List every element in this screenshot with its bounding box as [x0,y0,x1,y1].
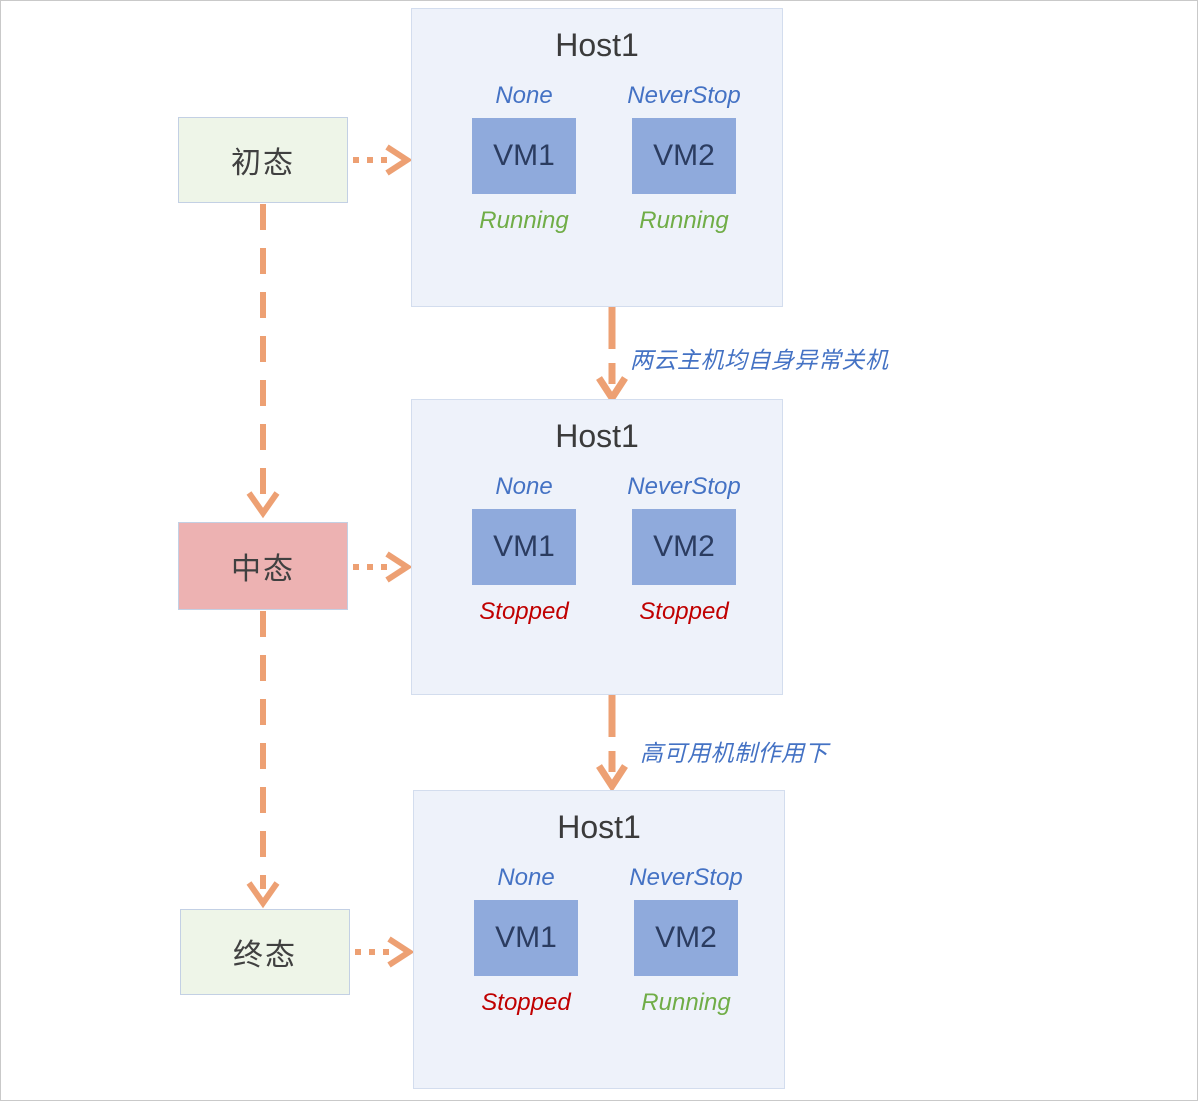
vm-box-vm1[interactable]: VM1 [472,118,576,195]
vm-policy-label: None [495,82,553,109]
vm-box-vm2[interactable]: VM2 [632,118,736,195]
vm-name-label: VM1 [493,530,555,564]
vm-name-label: VM2 [653,139,715,173]
vm-name-label: VM1 [493,139,555,173]
vm-policy-label: NeverStop [627,82,741,109]
host-title: Host1 [555,27,639,63]
transition-label-1: 两云主机均自身异常关机 [630,347,889,373]
vm-name-label: VM2 [655,921,717,955]
vm-name-label: VM2 [653,530,715,564]
host-panel-top[interactable]: Host1 None VM1 Running NeverStop VM2 Run… [411,8,783,307]
vm-status-label: Running [641,989,731,1017]
vm-group-vm1: None VM1 Stopped [424,474,624,626]
state-label-init: 初态 [231,147,295,180]
host-panel-bottom[interactable]: Host1 None VM1 Stopped NeverStop VM2 Run… [413,790,785,1089]
vm-group-vm1: None VM1 Running [424,83,624,235]
state-box-mid[interactable]: 中态 [178,522,348,610]
vm-status-label: Stopped [639,598,729,626]
vm-policy-label: None [495,473,553,500]
vm-group-vm1: None VM1 Stopped [426,865,626,1017]
state-label-final: 终态 [233,939,297,972]
vm-status-label: Running [479,207,569,235]
vm-group-vm2: NeverStop VM2 Running [586,865,786,1017]
vm-box-vm1[interactable]: VM1 [472,509,576,586]
vm-box-vm2[interactable]: VM2 [634,900,738,977]
vm-group-vm2: NeverStop VM2 Stopped [584,474,784,626]
vm-box-vm2[interactable]: VM2 [632,509,736,586]
host-title: Host1 [557,809,641,845]
vm-box-vm1[interactable]: VM1 [474,900,578,977]
vm-policy-label: None [497,864,555,891]
vm-status-label: Running [639,207,729,235]
state-label-mid: 中态 [231,553,295,586]
host-title: Host1 [555,418,639,454]
state-box-init[interactable]: 初态 [178,117,348,203]
vm-policy-label: NeverStop [629,864,743,891]
transition-label-2: 高可用机制作用下 [640,740,828,766]
vm-policy-label: NeverStop [627,473,741,500]
vm-status-label: Stopped [479,598,569,626]
vm-name-label: VM1 [495,921,557,955]
vm-status-label: Stopped [481,989,571,1017]
vm-group-vm2: NeverStop VM2 Running [584,83,784,235]
host-panel-middle[interactable]: Host1 None VM1 Stopped NeverStop VM2 Sto… [411,399,783,695]
state-box-final[interactable]: 终态 [180,909,350,995]
